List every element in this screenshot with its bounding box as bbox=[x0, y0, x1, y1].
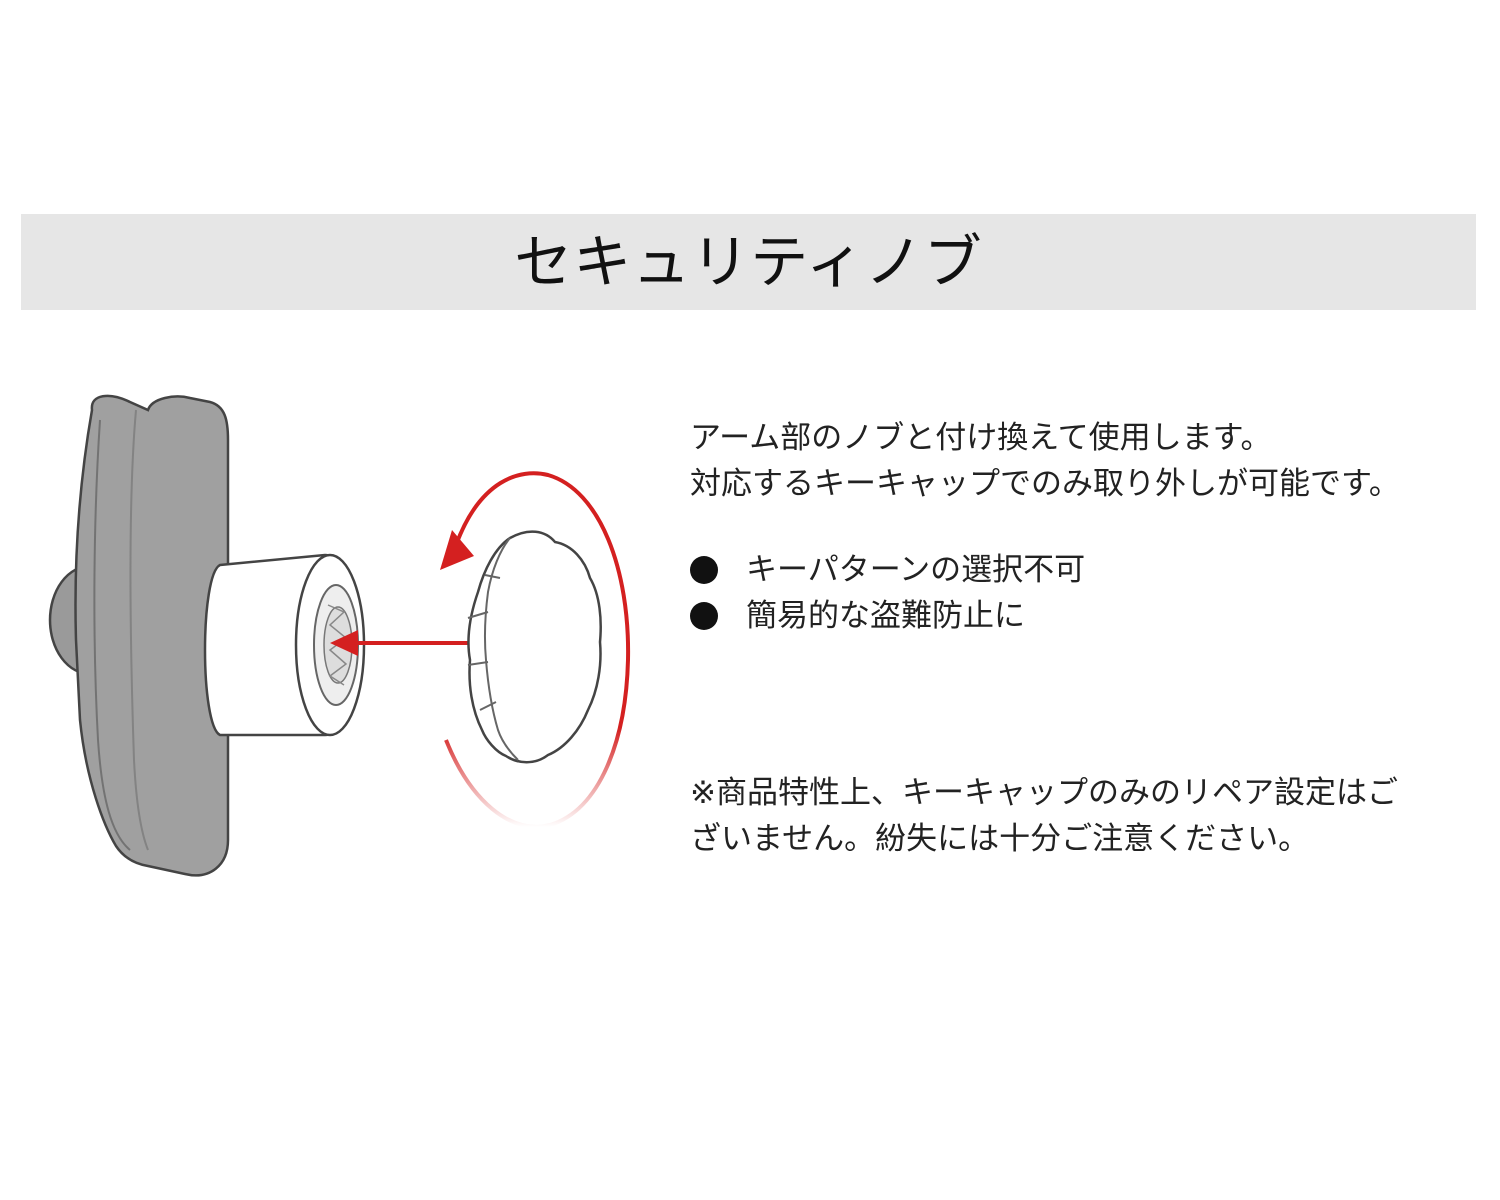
feature-text: キーパターンの選択不可 bbox=[746, 552, 1086, 588]
bullet-icon bbox=[690, 602, 718, 630]
feature-item: 簡易的な盗難防止に bbox=[690, 593, 1450, 639]
page-title: セキュリティノブ bbox=[514, 228, 983, 296]
bullet-icon bbox=[690, 556, 718, 584]
rotate-arrow-icon bbox=[440, 471, 631, 829]
security-knob-shape bbox=[467, 530, 602, 764]
knob-illustration bbox=[40, 380, 640, 900]
insert-arrow-icon bbox=[330, 630, 470, 656]
feature-text: 簡易的な盗難防止に bbox=[746, 598, 1025, 634]
note-line: ※商品特性上、キーキャップのみのリペア設定はご bbox=[690, 775, 1398, 811]
description-line: アーム部のノブと付け換えて使用します。 bbox=[690, 420, 1272, 456]
feature-item: キーパターンの選択不可 bbox=[690, 547, 1450, 593]
description-block: アーム部のノブと付け換えて使用します。 対応するキーキャップでのみ取り外しが可能… bbox=[690, 415, 1450, 639]
arm-body-shape bbox=[74, 394, 230, 877]
feature-list: キーパターンの選択不可 簡易的な盗難防止に bbox=[690, 547, 1450, 639]
title-band: セキュリティノブ bbox=[21, 214, 1476, 310]
caution-note: ※商品特性上、キーキャップのみのリペア設定はご ざいません。紛失には十分ご注意く… bbox=[690, 770, 1470, 862]
note-line: ざいません。紛失には十分ご注意ください。 bbox=[690, 821, 1310, 857]
description-line: 対応するキーキャップでのみ取り外しが可能です。 bbox=[690, 466, 1400, 502]
